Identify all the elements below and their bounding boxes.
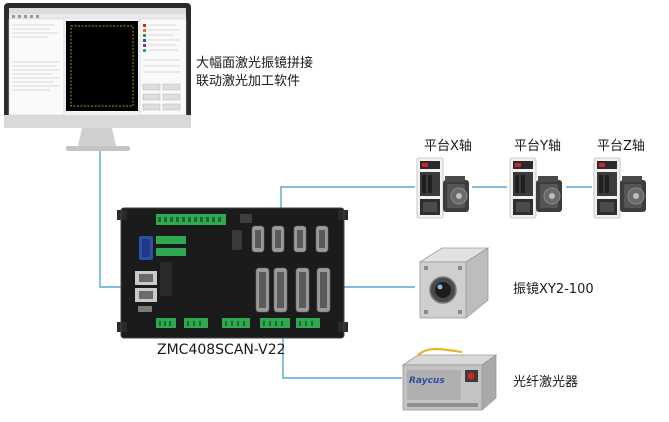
software-label-line1: 大幅面激光振镜拼接 — [196, 56, 314, 71]
servo-axis-x — [416, 157, 470, 219]
galvo-scanner — [418, 247, 490, 319]
controller-model-label: ZMC408SCAN-V22 — [157, 342, 286, 358]
monitor — [4, 3, 191, 151]
servo-axis-y — [509, 157, 563, 219]
laser-brand-logo: Raycus — [409, 376, 445, 386]
axis-y-label: 平台Y轴 — [514, 139, 561, 154]
servo-axis-z — [593, 157, 647, 219]
axis-z-label: 平台Z轴 — [597, 139, 645, 154]
work-area — [66, 21, 138, 111]
software-label-line2: 联动激光加工软件 — [196, 74, 301, 89]
fiber-laser — [401, 347, 498, 411]
controller — [117, 207, 348, 339]
axis-x-label: 平台X轴 — [424, 139, 472, 154]
galvo-label: 振镜XY2-100 — [513, 282, 594, 297]
laser-label: 光纤激光器 — [513, 375, 579, 390]
